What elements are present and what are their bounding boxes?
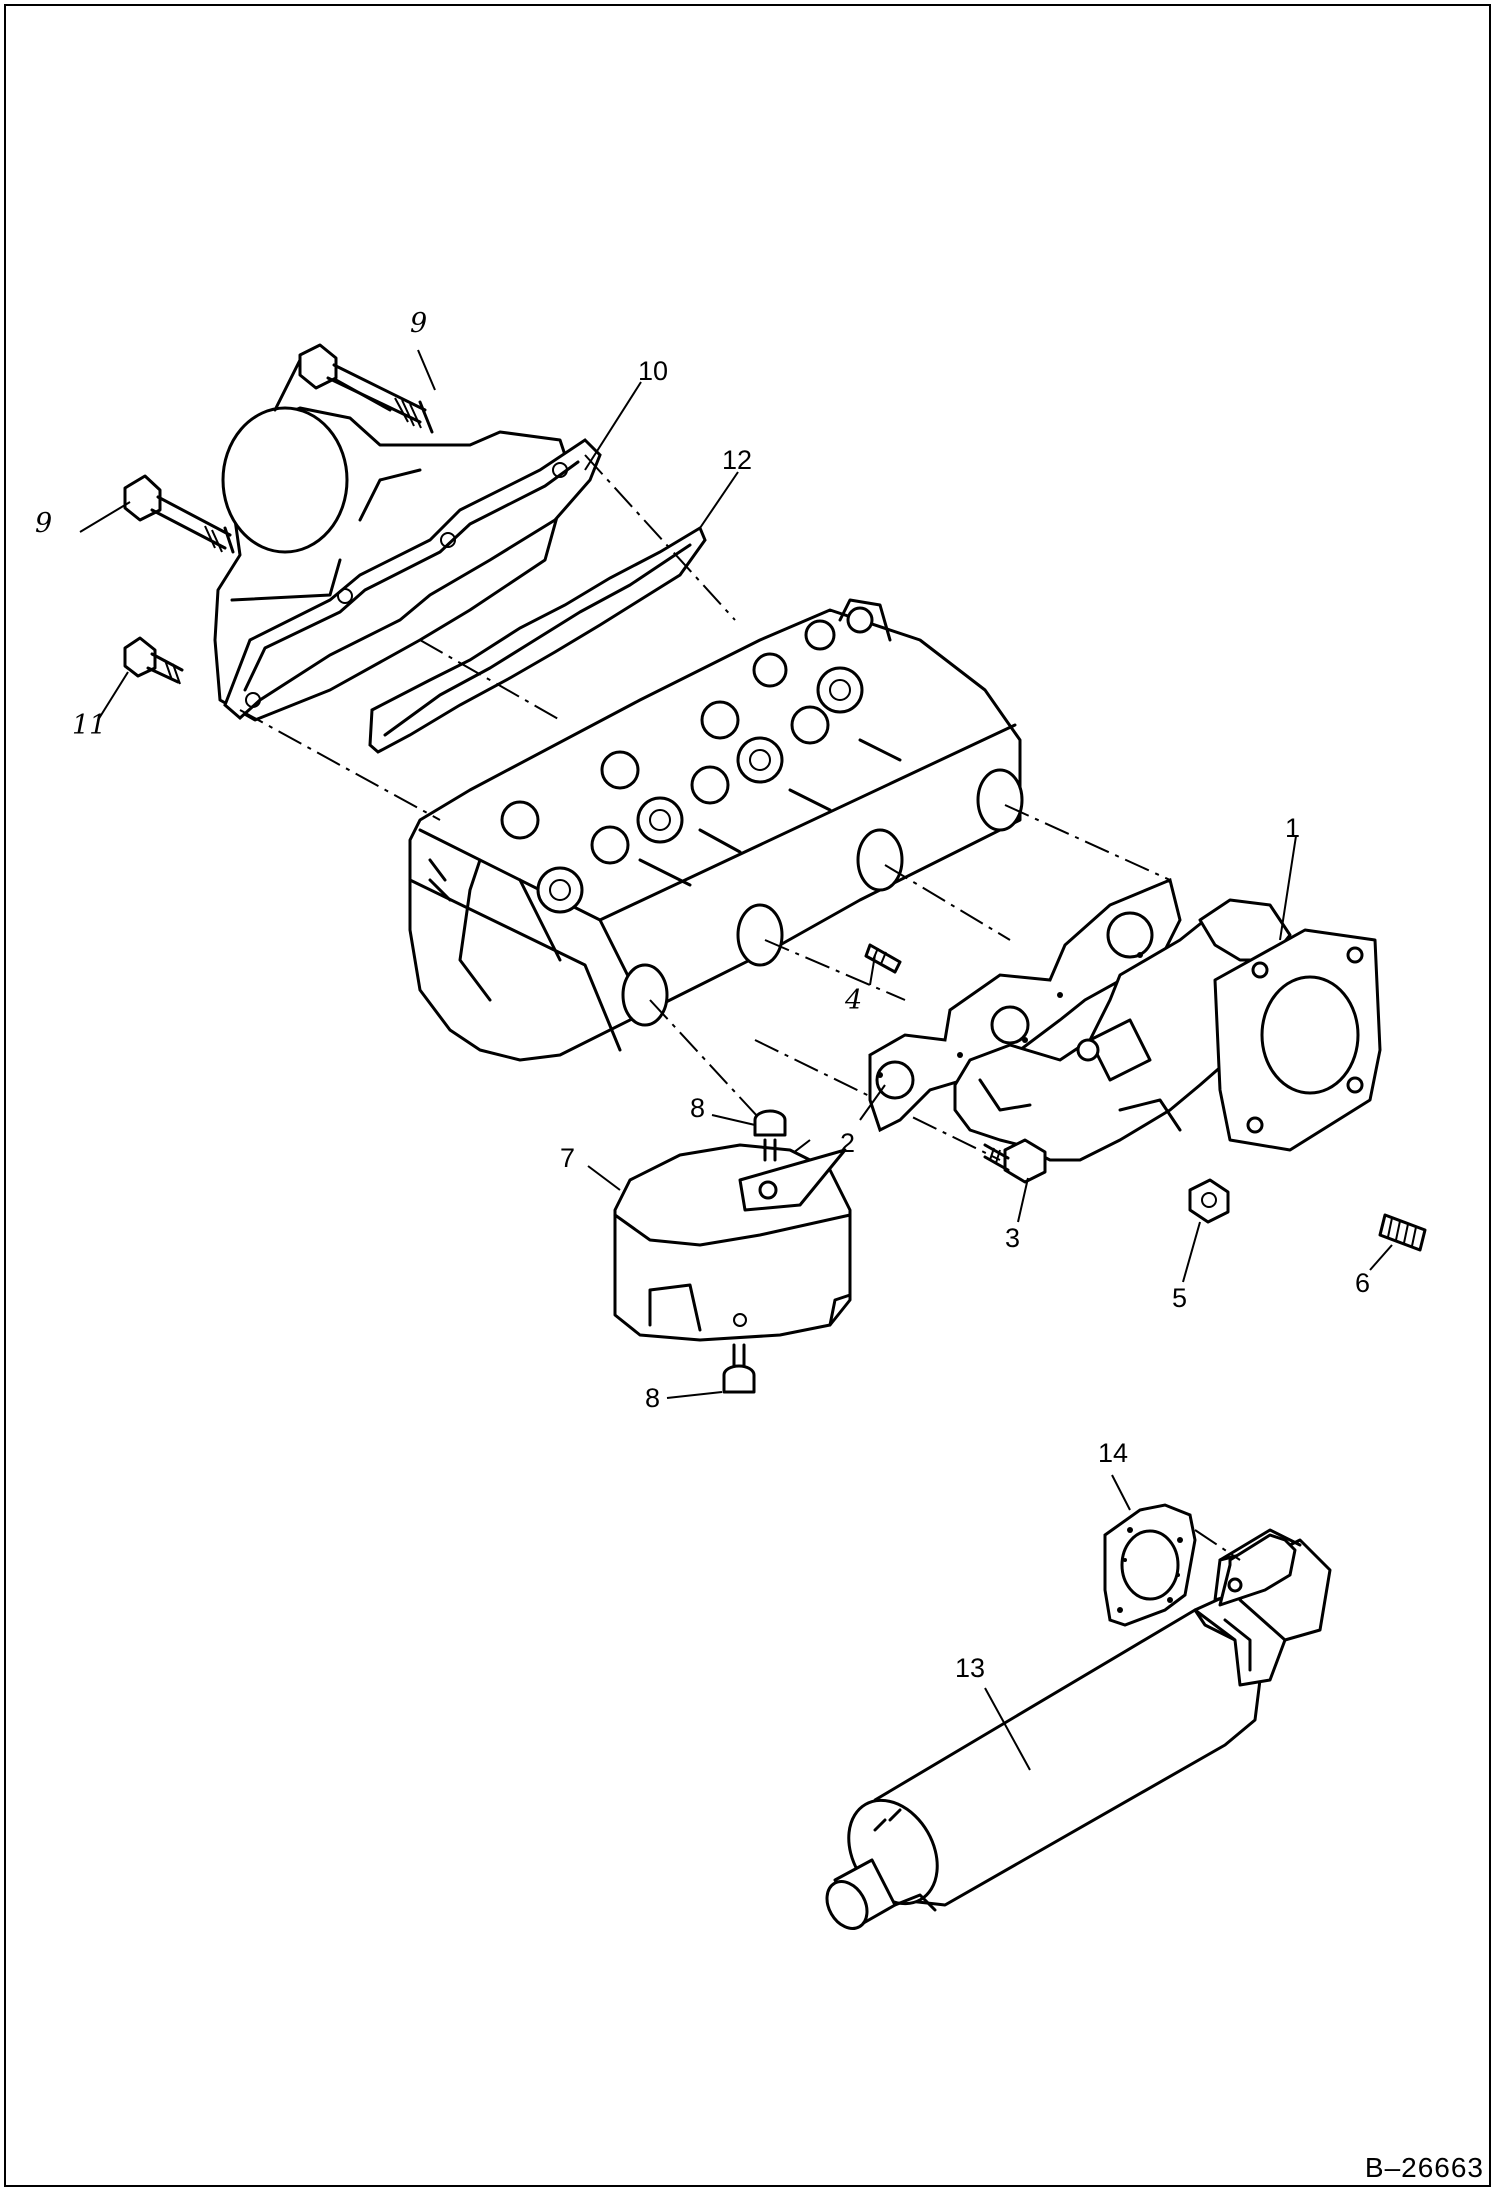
callout-6: 6 — [1355, 1268, 1371, 1298]
leader-1 — [1279, 835, 1297, 941]
leader-4 — [869, 954, 876, 986]
intake-manifold-gasket — [223, 438, 602, 721]
manifold-bolt — [983, 1138, 1047, 1184]
exhaust-manifold — [953, 898, 1382, 1162]
callout-12: 12 — [722, 445, 753, 475]
leader-12 — [699, 471, 739, 529]
cylinder-head — [408, 598, 1024, 1062]
callout-13: 13 — [955, 1653, 986, 1683]
callout-7: 7 — [560, 1143, 576, 1173]
callout-1: 1 — [1285, 813, 1301, 843]
leader-lines — [79, 349, 1393, 1771]
muffler-inlet-flange — [1218, 1528, 1302, 1607]
callout-8-lower: 8 — [645, 1383, 661, 1413]
muffler — [825, 1538, 1332, 1930]
callout-5: 5 — [1172, 1283, 1188, 1313]
callout-2: 2 — [840, 1128, 856, 1158]
leader-9a — [417, 349, 436, 391]
muffler-gasket — [1103, 1503, 1197, 1627]
callout-4: 4 — [845, 985, 863, 1016]
leader-3 — [1017, 1177, 1029, 1223]
callout-9-lower: 9 — [35, 508, 53, 539]
manifold-bolt-short — [123, 636, 184, 685]
leader-8a — [711, 1114, 756, 1126]
heat-shield-bolt-lower — [722, 1343, 756, 1394]
callout-10: 10 — [638, 356, 669, 386]
leader-8b — [666, 1391, 723, 1399]
heat-shield — [613, 1143, 852, 1342]
leader-7 — [587, 1165, 621, 1191]
callout-3: 3 — [1005, 1223, 1021, 1253]
leader-10 — [584, 381, 642, 471]
callout-9-upper: 9 — [410, 308, 428, 339]
leader-9b — [79, 501, 131, 533]
exhaust-flange-stud — [1378, 1213, 1427, 1252]
gasket-alignment-line — [1194, 1529, 1241, 1561]
alignment-lines — [239, 454, 1171, 1191]
callout-8-upper: 8 — [690, 1093, 706, 1123]
leader-2 — [859, 1084, 886, 1121]
exhaust-manifold-gasket — [868, 877, 1182, 1133]
rocker-cover-gasket — [368, 525, 707, 754]
diagram-border — [4, 4, 1491, 2187]
leader-11 — [97, 671, 129, 721]
manifold-stud — [864, 943, 902, 974]
leader-6 — [1369, 1244, 1393, 1271]
leader-14 — [1111, 1474, 1131, 1511]
leader-5 — [1182, 1221, 1201, 1283]
callout-14: 14 — [1098, 1438, 1129, 1468]
figure-reference-number: B–26663 — [1364, 2152, 1484, 2183]
manifold-nut — [1188, 1178, 1230, 1224]
manifold-bolt-middle — [123, 474, 235, 554]
manifold-bolt-upper — [298, 343, 434, 434]
leader-13 — [984, 1687, 1031, 1771]
heat-shield-bolt-upper — [753, 1109, 787, 1162]
callout-11: 11 — [72, 710, 107, 741]
